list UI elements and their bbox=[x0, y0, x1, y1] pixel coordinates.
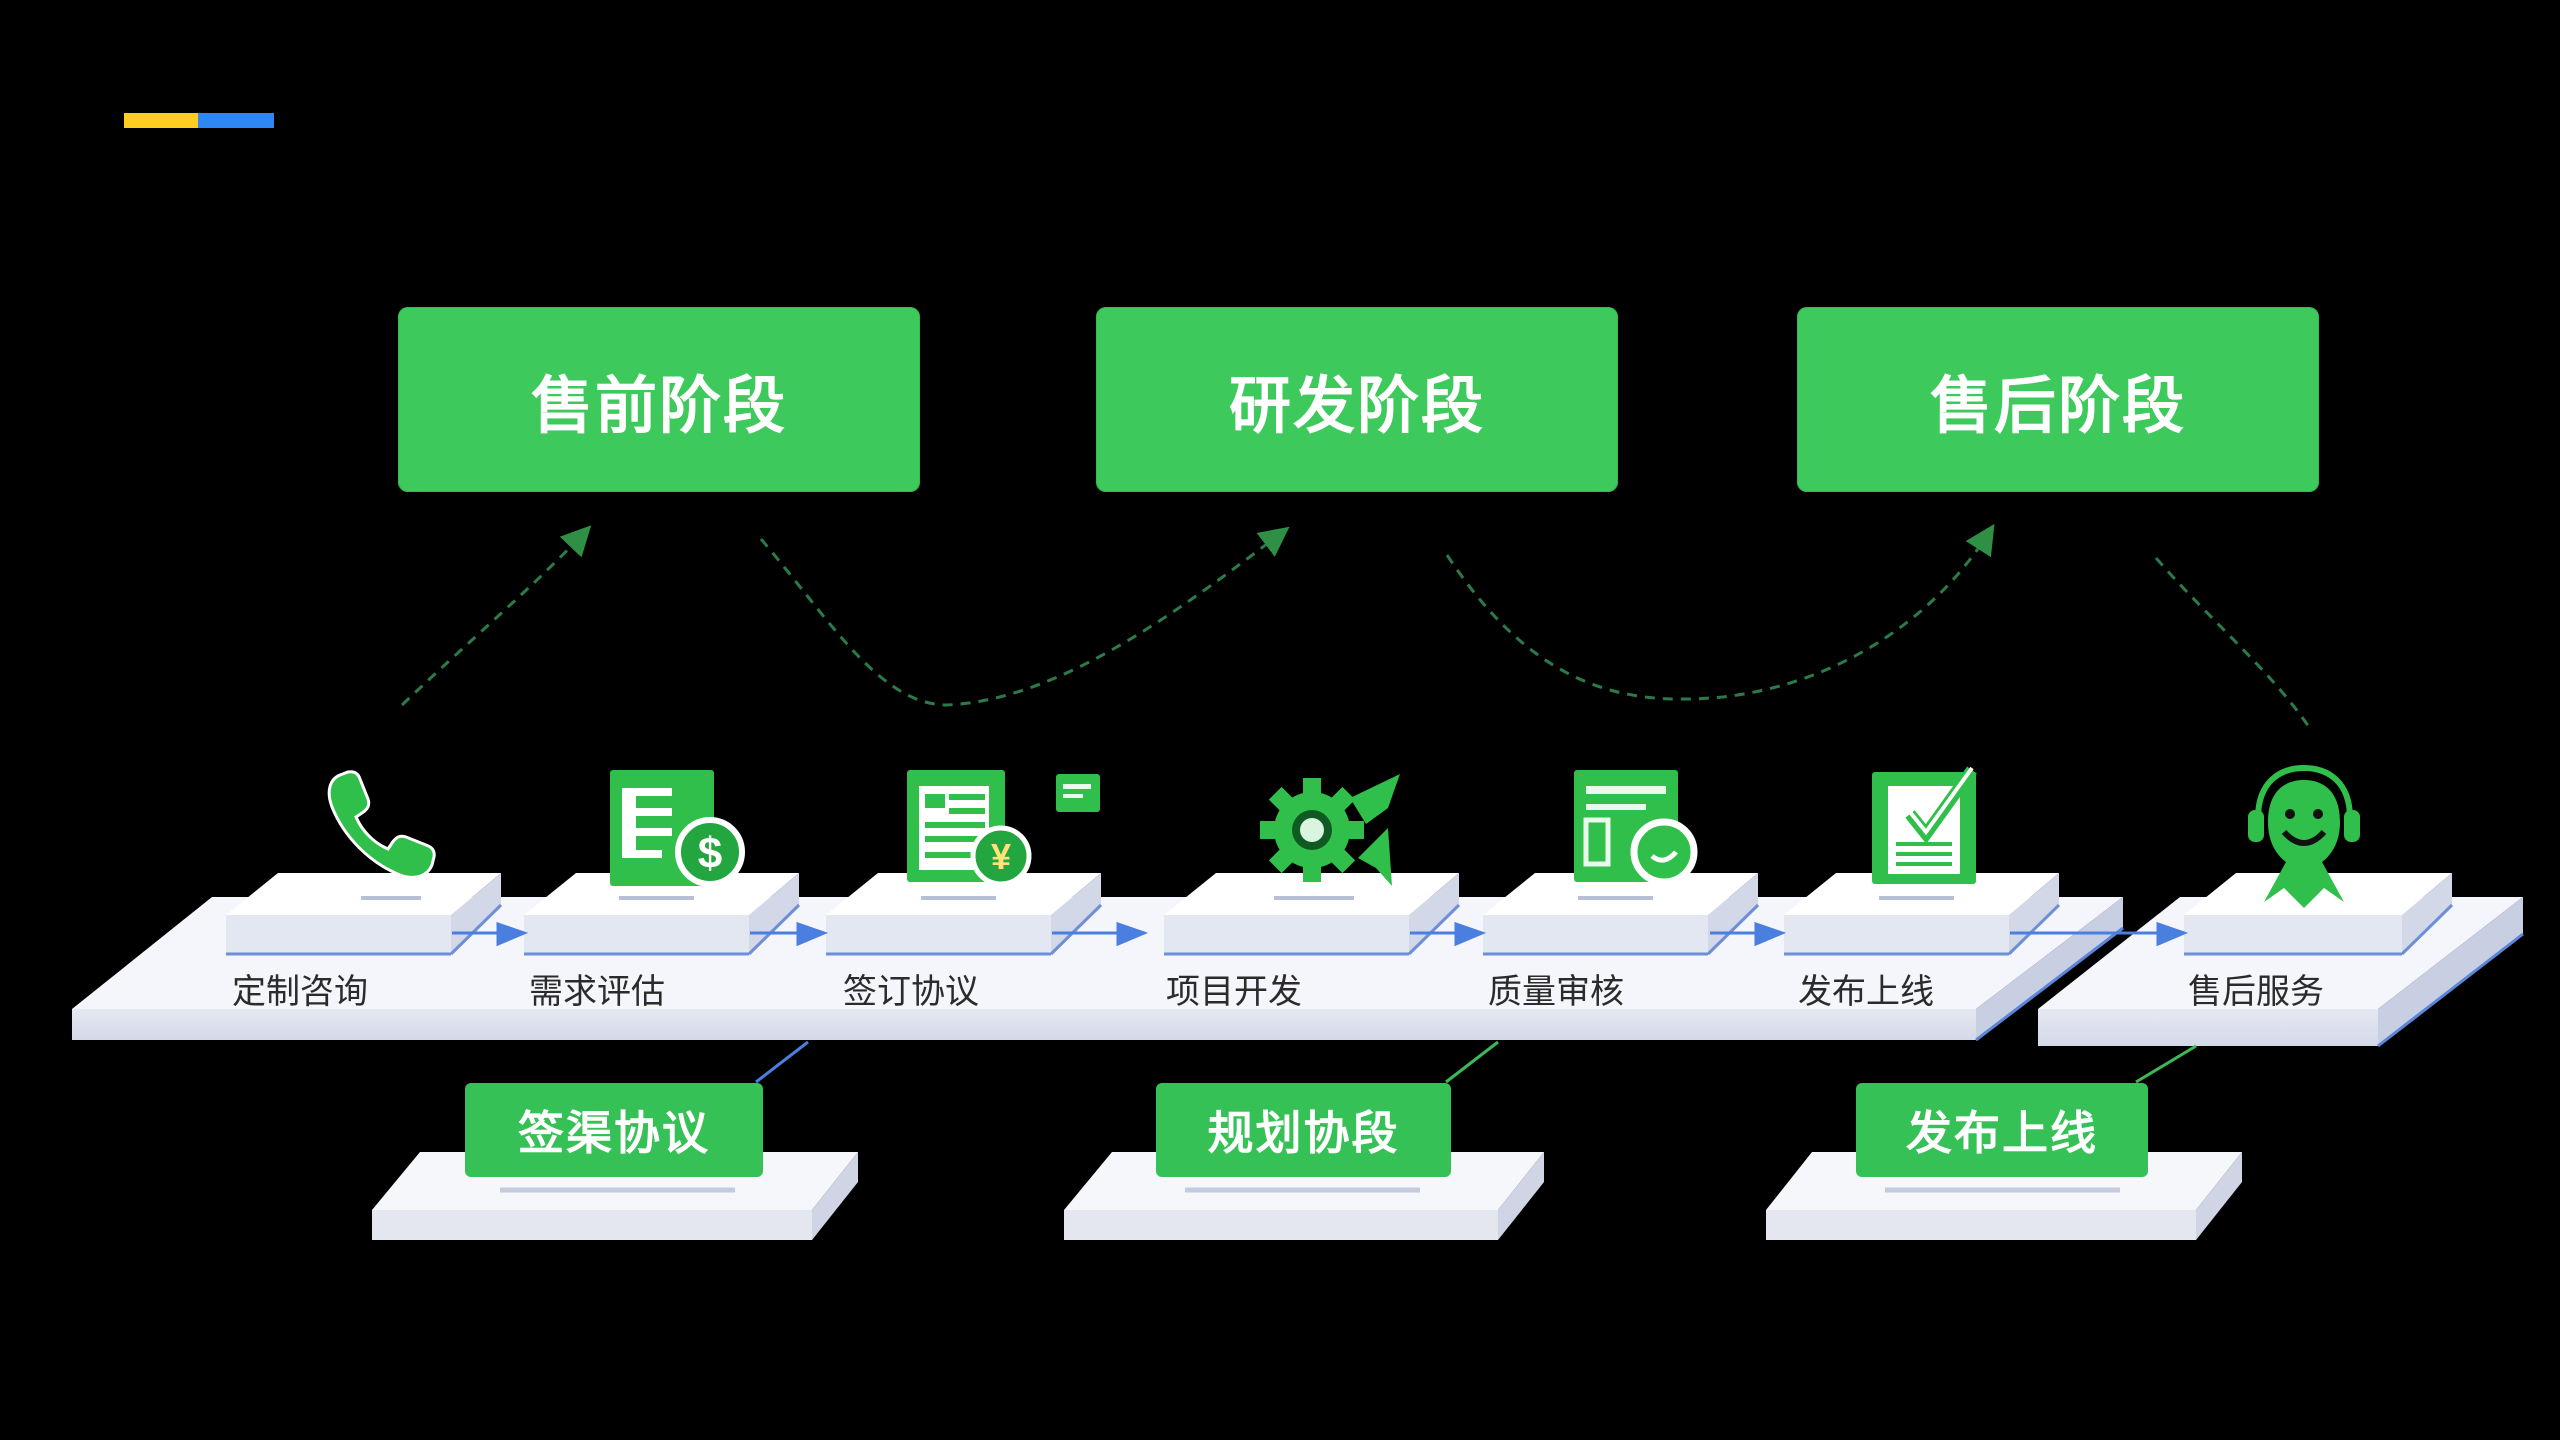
stage-label-quality-review: 质量审核 bbox=[1488, 972, 1624, 1012]
milestone-label: 签渠协议 bbox=[518, 1106, 710, 1160]
stage-tiles bbox=[226, 873, 2454, 956]
svg-text:$: $ bbox=[698, 829, 722, 878]
connector-3 bbox=[1445, 523, 1995, 701]
phase-label: 售前阶段 bbox=[530, 368, 787, 442]
phase-box-aftersales[interactable]: 售后阶段 bbox=[1797, 307, 2319, 492]
accent-bar bbox=[124, 113, 274, 128]
quality-check-document-icon bbox=[1574, 770, 1698, 886]
gear-wrench-icon bbox=[1260, 774, 1400, 886]
stage-label-sign-agreement: 签订协议 bbox=[843, 972, 979, 1012]
svg-text:¥: ¥ bbox=[991, 836, 1011, 877]
accent-bar-yellow bbox=[124, 113, 198, 128]
accent-bar-blue bbox=[198, 113, 274, 128]
stage-label-consultation: 定制咨询 bbox=[232, 972, 368, 1012]
support-agent-icon bbox=[2248, 764, 2360, 908]
milestone-connectors bbox=[755, 1040, 2197, 1084]
stage-label-release: 发布上线 bbox=[1798, 972, 1934, 1012]
connector-4 bbox=[2154, 557, 2311, 728]
stage-label-requirement-assessment: 需求评估 bbox=[529, 972, 665, 1012]
phase-box-presales[interactable]: 售前阶段 bbox=[398, 307, 920, 492]
connector-2 bbox=[759, 526, 1290, 707]
phase-label: 售后阶段 bbox=[1929, 368, 2186, 442]
milestone-box-planning[interactable]: 规划协段 bbox=[1156, 1083, 1451, 1177]
contract-yuan-icon: ¥ bbox=[907, 770, 1032, 887]
milestone-box-sign-channel-agreement[interactable]: 签渠协议 bbox=[465, 1083, 763, 1177]
dashed-connectors bbox=[400, 523, 2311, 728]
milestone-box-release[interactable]: 发布上线 bbox=[1856, 1083, 2148, 1177]
phase-label: 研发阶段 bbox=[1228, 368, 1485, 442]
flow-arrows bbox=[452, 921, 2189, 947]
small-document-icon bbox=[1056, 774, 1100, 812]
checklist-icon bbox=[1872, 766, 1977, 884]
invoice-dollar-icon: $ bbox=[610, 770, 745, 887]
stage-label-project-development: 项目开发 bbox=[1166, 972, 1302, 1012]
connector-1 bbox=[400, 525, 592, 707]
milestone-label: 规划协段 bbox=[1207, 1106, 1400, 1160]
stage-label-after-sales-service: 售后服务 bbox=[2188, 972, 2324, 1012]
milestone-label: 发布上线 bbox=[1906, 1106, 2098, 1160]
phone-icon bbox=[327, 770, 436, 879]
phase-box-development[interactable]: 研发阶段 bbox=[1096, 307, 1618, 492]
